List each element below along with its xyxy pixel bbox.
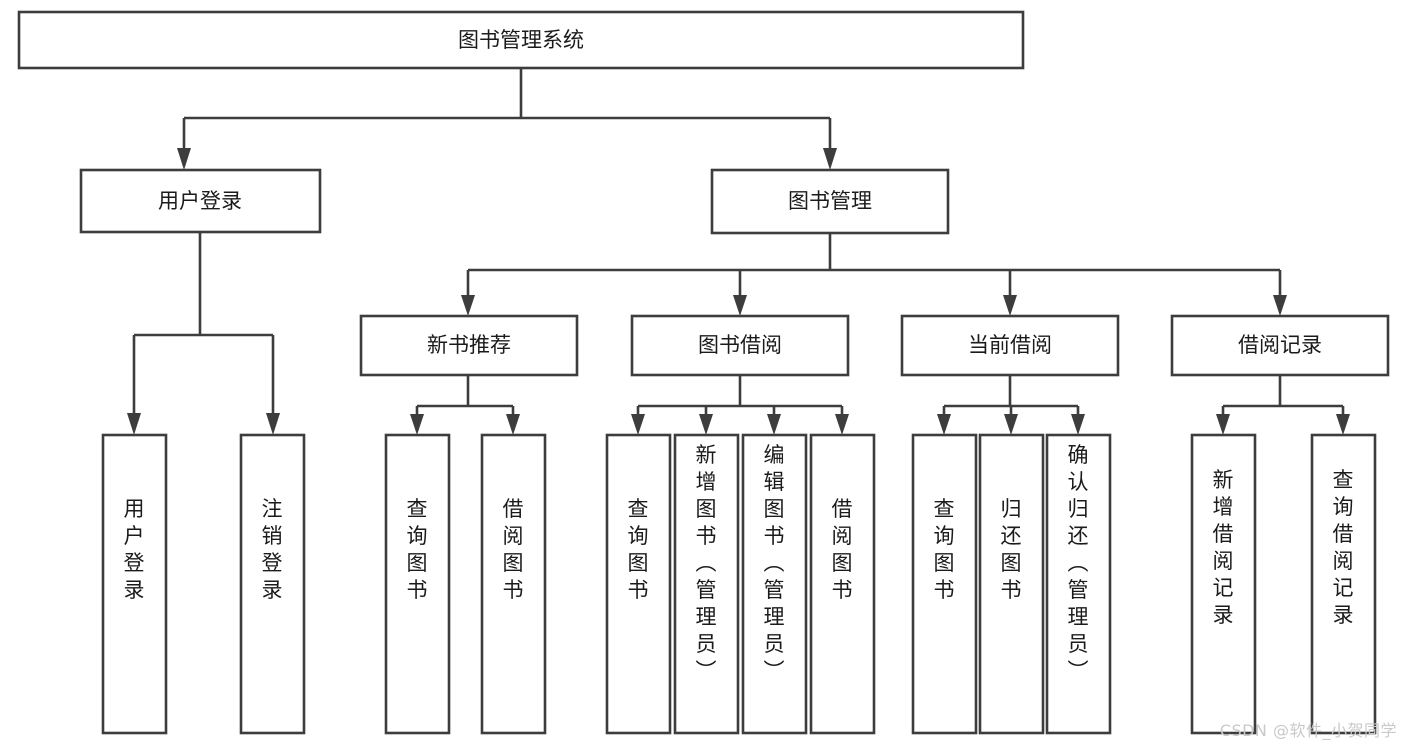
node-leaf-add-record-box[interactable] [1190, 433, 1257, 735]
node-leaf-borrow-book-2-box[interactable] [809, 433, 876, 735]
node-leaf-confirm-return[interactable]: 确认归还︵管理员︶ [1045, 433, 1112, 735]
arrow-head-user-login [177, 148, 191, 170]
node-user-login-label: 用户登录 [158, 189, 242, 213]
node-leaf-borrow-book-1-label: 借阅图书 [503, 497, 524, 602]
node-leaf-query-book-1-box[interactable] [384, 433, 451, 735]
node-leaf-logout-login-label: 注销登录 [262, 497, 283, 602]
arrow-head-book-manage [823, 148, 837, 170]
node-borrow-record-label: 借阅记录 [1238, 333, 1322, 357]
node-book-borrow-label: 图书借阅 [698, 333, 782, 357]
node-current-borrow-label: 当前借阅 [968, 333, 1052, 357]
node-leaf-borrow-book-2-label: 借阅图书 [832, 497, 853, 602]
connector-group-book-manage [461, 233, 1287, 316]
node-root[interactable]: 图书管理系统 [17, 10, 1025, 70]
csdn-watermark: CSDN @软件_小贺同学 [1219, 721, 1397, 740]
arrow-head-leaf-edit-book [767, 414, 781, 435]
arrow-head-leaf-return-book [1004, 414, 1018, 435]
node-leaf-add-book[interactable]: 新增图书︵管理员︶ [673, 433, 740, 735]
node-leaf-edit-book-box[interactable] [741, 433, 808, 735]
node-leaf-query-record[interactable]: 查询借阅记录 [1310, 433, 1377, 735]
node-leaf-query-book-2[interactable]: 查询图书 [605, 433, 672, 735]
node-leaf-query-book-3-label: 查询图书 [934, 497, 955, 602]
node-book-manage-box[interactable] [710, 168, 950, 235]
arrow-head-leaf-logout-login [266, 413, 280, 435]
node-borrow-record[interactable]: 借阅记录 [1170, 314, 1390, 377]
node-leaf-return-book[interactable]: 归还图书 [978, 433, 1045, 735]
node-book-borrow-box[interactable] [630, 314, 850, 377]
arrow-head-leaf-borrow-book-2 [835, 414, 849, 435]
node-leaf-edit-book-label: 编辑图书︵管理员︶ [764, 443, 785, 683]
node-leaf-query-book-2-box[interactable] [605, 433, 672, 735]
node-root-label: 图书管理系统 [458, 28, 584, 52]
node-book-manage-label: 图书管理 [788, 189, 872, 213]
node-new-book-recommend[interactable]: 新书推荐 [359, 314, 579, 377]
arrow-head-borrow-record [1273, 295, 1287, 316]
node-leaf-borrow-book-1[interactable]: 借阅图书 [480, 433, 547, 735]
node-user-login-box[interactable] [79, 168, 322, 234]
node-current-borrow-box[interactable] [900, 314, 1120, 377]
arrow-head-leaf-user-login [127, 413, 141, 435]
node-leaf-query-record-box[interactable] [1310, 433, 1377, 735]
arrow-head-leaf-add-book [699, 414, 713, 435]
node-current-borrow[interactable]: 当前借阅 [900, 314, 1120, 377]
arrow-head-leaf-query-book-2 [631, 414, 645, 435]
node-leaf-edit-book[interactable]: 编辑图书︵管理员︶ [741, 433, 808, 735]
node-leaf-user-login[interactable]: 用户登录 [101, 433, 168, 735]
node-leaf-borrow-book-1-box[interactable] [480, 433, 547, 735]
node-leaf-add-record[interactable]: 新增借阅记录 [1190, 433, 1257, 735]
connector-group-current-borrow [937, 375, 1085, 435]
arrow-head-leaf-query-record [1336, 414, 1350, 435]
node-borrow-record-box[interactable] [1170, 314, 1390, 377]
node-leaf-add-book-box[interactable] [673, 433, 740, 735]
node-leaf-user-login-box[interactable] [101, 433, 168, 735]
node-leaf-query-record-label: 查询借阅记录 [1333, 468, 1354, 627]
arrow-head-leaf-confirm-return [1071, 414, 1085, 435]
node-leaf-query-book-3[interactable]: 查询图书 [911, 433, 978, 735]
node-leaf-borrow-book-2[interactable]: 借阅图书 [809, 433, 876, 735]
arrow-head-new-book-recommend [461, 295, 475, 316]
arrow-head-leaf-add-record [1216, 414, 1230, 435]
node-leaf-logout-login[interactable]: 注销登录 [239, 433, 306, 735]
node-leaf-return-book-label: 归还图书 [1001, 497, 1022, 602]
arrow-head-leaf-query-book-1 [410, 414, 424, 435]
node-user-login[interactable]: 用户登录 [79, 168, 322, 234]
node-leaf-user-login-label: 用户登录 [124, 497, 145, 602]
node-leaf-return-book-box[interactable] [978, 433, 1045, 735]
connector-group-user-login [127, 232, 280, 435]
arrow-head-current-borrow [1003, 295, 1017, 316]
node-root-box[interactable] [17, 10, 1025, 70]
connector-group-book-borrow [631, 375, 849, 435]
connector-group-borrow-record [1216, 375, 1350, 435]
node-leaf-confirm-return-box[interactable] [1045, 433, 1112, 735]
arrow-head-leaf-query-book-3 [937, 414, 951, 435]
arrow-head-leaf-borrow-book-1 [506, 414, 520, 435]
node-leaf-add-book-label: 新增图书︵管理员︶ [696, 443, 717, 683]
node-leaf-query-book-1[interactable]: 查询图书 [384, 433, 451, 735]
node-leaf-logout-login-box[interactable] [239, 433, 306, 735]
node-leaf-query-book-1-label: 查询图书 [407, 497, 428, 602]
node-leaf-query-book-3-box[interactable] [911, 433, 978, 735]
arrow-head-book-borrow [733, 295, 747, 316]
node-book-manage[interactable]: 图书管理 [710, 168, 950, 235]
node-book-borrow[interactable]: 图书借阅 [630, 314, 850, 377]
node-leaf-query-book-2-label: 查询图书 [628, 497, 649, 602]
node-leaf-confirm-return-label: 确认归还︵管理员︶ [1068, 443, 1089, 683]
node-leaf-add-record-label: 新增借阅记录 [1213, 468, 1234, 627]
node-new-book-recommend-box[interactable] [359, 314, 579, 377]
connector-group-new-book-recommend [410, 375, 520, 435]
connector-group-root [177, 68, 837, 170]
node-new-book-recommend-label: 新书推荐 [427, 333, 511, 357]
